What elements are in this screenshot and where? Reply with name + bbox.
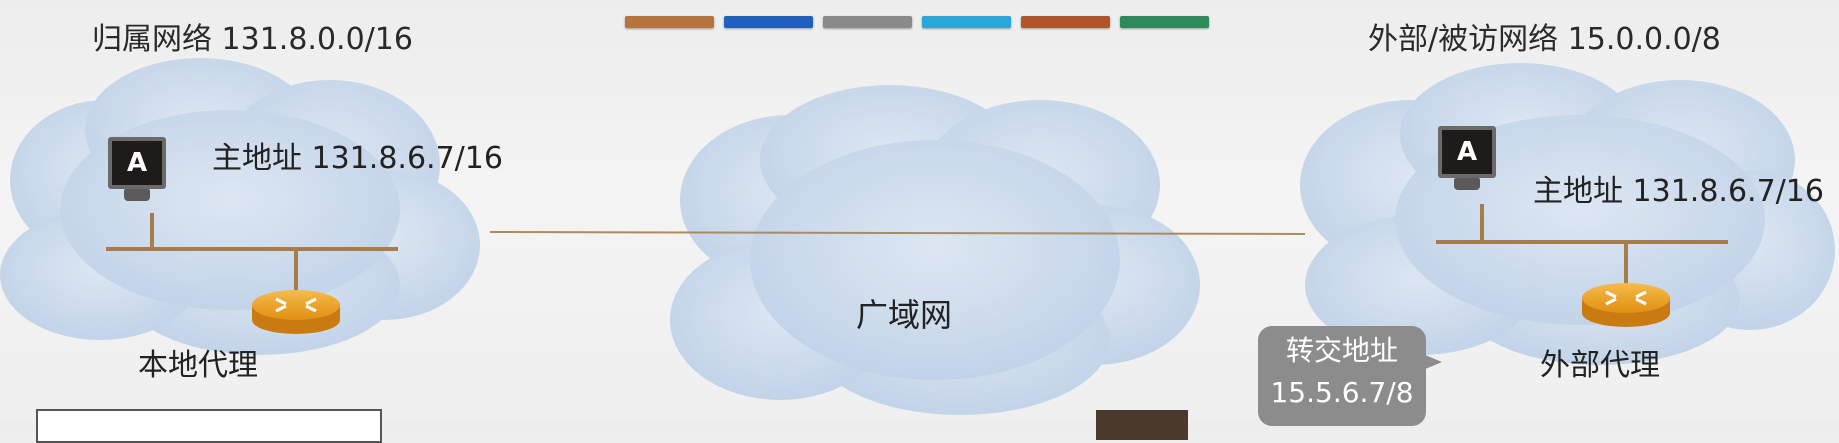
legend-swatch-6 [1120, 16, 1209, 28]
computer-icon-partial [1096, 410, 1188, 440]
computer-a-icon: A [1438, 126, 1496, 178]
text-box-partial [36, 409, 382, 443]
legend-swatch-4 [922, 16, 1011, 28]
monitor-stand [124, 189, 150, 201]
foreign-agent-router-icon [1582, 283, 1670, 327]
wan-label: 广域网 [856, 296, 953, 334]
callout-pointer [1418, 352, 1442, 372]
foreign-network-cloud [1300, 63, 1835, 365]
legend-swatch-1 [625, 16, 714, 28]
care-of-address-callout: 转交地址 15.5.6.7/8 [1258, 326, 1426, 426]
computer-a-icon: A [108, 137, 166, 189]
legend-swatch-5 [1021, 16, 1110, 28]
connection-line [489, 231, 1306, 235]
home-network-cloud [0, 58, 480, 355]
home-agent-router-icon [252, 290, 340, 334]
care-of-address-value: 15.5.6.7/8 [1270, 376, 1414, 409]
monitor-stand [1454, 178, 1480, 190]
foreign-agent-label: 外部代理 [1540, 348, 1660, 383]
host-a-label: A [126, 148, 148, 178]
foreign-host: A [1438, 126, 1496, 190]
host-a-label: A [1456, 137, 1478, 167]
foreign-host-address: 主地址 131.8.6.7/16 [1533, 174, 1824, 209]
legend-color-bars [625, 16, 1209, 30]
care-of-address-title: 转交地址 [1285, 334, 1398, 367]
foreign-network-title: 外部/被访网络 15.0.0.0/8 [1368, 22, 1721, 57]
legend-swatch-3 [823, 16, 912, 28]
home-host: A [108, 137, 166, 201]
home-host-address: 主地址 131.8.6.7/16 [212, 141, 503, 176]
home-network-title: 归属网络 131.8.0.0/16 [92, 22, 413, 57]
foreign-network-bus [1436, 204, 1728, 284]
legend-swatch-2 [724, 16, 813, 28]
network-diagram [0, 58, 1835, 415]
home-network-bus [106, 213, 398, 290]
home-agent-label: 本地代理 [138, 348, 258, 383]
wan-cloud [670, 85, 1200, 415]
